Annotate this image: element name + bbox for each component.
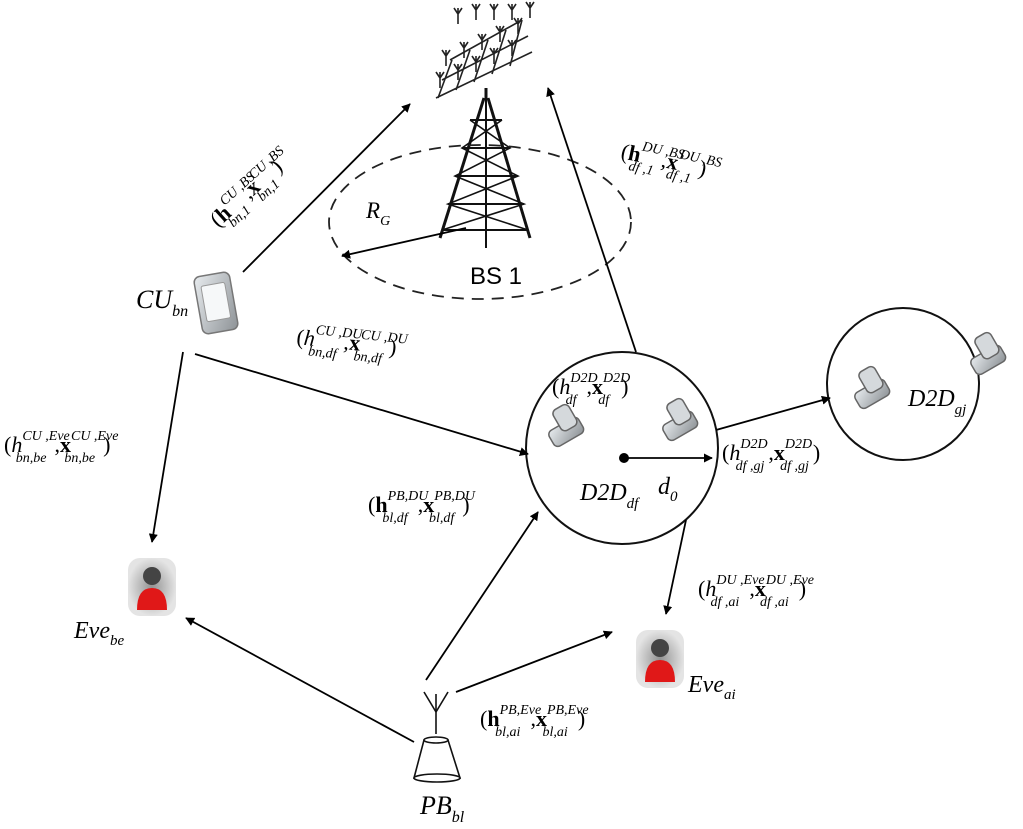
bs-coverage-ellipse [328,144,632,300]
link-du-to-d2d-gj [715,395,831,431]
pb-label: PBbl [419,791,465,826]
link-cu-to-bs [242,103,411,273]
coverage-radius-label: RG [365,198,390,229]
d2d-phone-icon [548,403,585,448]
d2d-df-label: D2Ddf [579,480,640,512]
power-beacon-icon [412,691,462,783]
link-pb-to-eve-ai [455,630,613,693]
bs-label: BS 1 [470,263,522,290]
cu-phone-icon [193,271,239,335]
d2d-gj-cluster-circle [826,307,980,461]
d2d-phone-icon [970,331,1007,376]
link-rg-radius [341,227,467,259]
link-du-to-eve-ai [663,519,687,615]
d2d-df-center-dot [619,453,629,463]
d0-label: d0 [658,474,678,505]
eavesdropper-icon [636,630,684,688]
svg-text:(hCU ,DUbn,df,xCU ,DUbn,df): (hCU ,DUbn,df,xCU ,DUbn,df) [295,321,410,369]
link-cu-to-du [194,353,529,456]
eavesdropper-icon [128,558,176,616]
link-cu-to-eve-be [148,351,184,543]
antenna-array-icon [435,1,535,99]
link-pb-to-du [425,511,539,681]
channel-label-du-bs: (hDU ,BSdf ,1,xDU ,BSdf ,1) [617,136,723,193]
link-pb-to-eve-be [185,617,415,743]
svg-text:(hCU ,BSbn,1,xCU ,BSbn,1): (hCU ,BSbn,1,xCU ,BSbn,1) [203,144,303,239]
channel-label-cu-du: (hCU ,DUbn,df,xCU ,DUbn,df) [295,321,410,369]
channel-label-cu-bs: (hCU ,BSbn,1,xCU ,BSbn,1) [203,144,303,239]
eve-be-label: Evebe [73,618,124,649]
d2d-phone-icon [662,397,699,442]
link-du-to-bs [546,87,637,353]
base-station-tower-icon [438,88,532,248]
cu-label: CUbn [136,285,188,320]
d2d-gj-label: D2Dgj [907,386,966,418]
eve-ai-label: Eveai [687,672,736,703]
d2d-phone-icon [854,365,891,410]
svg-text:(hDU ,BSdf ,1,xDU ,BSdf ,1): (hDU ,BSdf ,1,xDU ,BSdf ,1) [617,136,723,193]
